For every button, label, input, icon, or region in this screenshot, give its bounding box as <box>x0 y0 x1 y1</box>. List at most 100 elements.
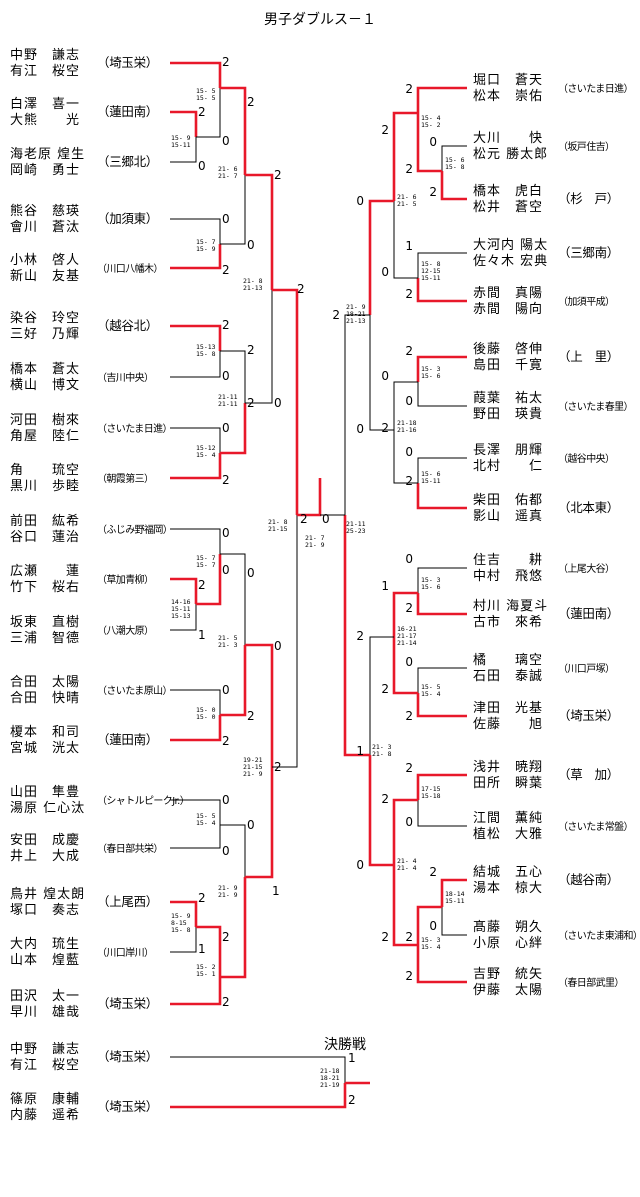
right-player1-16: 髙藤 朔久 <box>473 919 543 935</box>
left-player2-12: 合田 快晴 <box>10 691 80 706</box>
line-L1 <box>170 110 198 137</box>
line-L4 <box>170 244 222 270</box>
right-player2-8: 影山 遥真 <box>473 509 543 524</box>
game-score-g18-1: 15- 1 <box>196 970 216 978</box>
game-score-g12-1: 21- 3 <box>218 641 238 649</box>
game-score-g4-1: 15- 9 <box>196 245 216 253</box>
line-RO <box>343 515 370 757</box>
game-score-g16-2: 15- 8 <box>171 926 191 934</box>
score-F1: 2 <box>348 1093 356 1107</box>
game-score-g10-0: 15- 7 <box>196 554 216 562</box>
left-player1-5: 染谷 玲空 <box>10 311 80 326</box>
score-LO: 0 <box>274 639 282 653</box>
score-RH: 2 <box>405 930 413 944</box>
line-R2 <box>440 171 467 201</box>
line-L8 <box>170 453 222 480</box>
right-player2-16: 小原 心絆 <box>473 936 543 951</box>
score-RL: 2 <box>332 308 340 322</box>
score-L17: 1 <box>198 942 206 956</box>
line-LF <box>220 645 247 717</box>
left-player1-7: 河田 樹來 <box>10 413 80 428</box>
left-school-14: （シャトルピークJr.） <box>97 795 189 807</box>
line-RG <box>392 798 418 865</box>
left-school-7: （さいたま日進） <box>97 423 172 435</box>
left-school-9: （ふじみ野福岡） <box>97 523 172 536</box>
game-score-h2-0: 15- 6 <box>445 156 465 164</box>
game-score-h11-2: 21-14 <box>397 639 417 647</box>
right-player1-11: 橘 璃空 <box>473 652 543 668</box>
line-R17 <box>416 945 467 984</box>
line-LM <box>245 290 273 404</box>
line-L7 <box>170 427 221 453</box>
left-player2-13: 宮城 洸太 <box>10 740 80 756</box>
left-player1-0: 中野 謙志 <box>10 48 80 63</box>
game-score-h8-0: 15- 6 <box>421 470 441 478</box>
left-player1-17: 大内 琉生 <box>10 936 80 952</box>
game-score-h16-0: 18-14 <box>445 890 465 898</box>
game-score-g11-0: 14-16 <box>171 598 191 606</box>
left-player2-18: 早川 雄哉 <box>10 1005 80 1020</box>
right-player2-1: 松元 勝太郎 <box>473 147 548 162</box>
left-player2-9: 谷口 蓮治 <box>10 530 80 545</box>
score-R8: 2 <box>405 474 413 488</box>
line-LE <box>220 553 246 645</box>
game-score-h5-1: 18-21 <box>346 310 366 318</box>
right-player1-3: 大河内 陽太 <box>473 237 548 253</box>
line-L18 <box>170 977 222 1006</box>
game-score-g14-2: 21- 9 <box>243 770 263 778</box>
line-R0 <box>416 86 467 113</box>
score-RA: 2 <box>405 162 413 176</box>
score-RD: 2 <box>381 421 389 435</box>
right-player2-7: 北村 仁 <box>473 459 543 474</box>
right-school-4: （加須平成） <box>558 296 614 308</box>
line-R16 <box>441 907 467 936</box>
game-score-g14-0: 19-21 <box>243 756 263 764</box>
left-player2-17: 山本 煌藍 <box>10 953 80 968</box>
game-score-h2-1: 15- 8 <box>445 163 465 171</box>
score-L10b: 0 <box>222 563 230 577</box>
right-school-16: （さいたま東浦和） <box>558 929 640 942</box>
game-score-h9-0: 21-11 <box>346 520 366 528</box>
left-school-12: （さいたま原山） <box>97 685 172 697</box>
game-score-g13-1: 15- 0 <box>196 713 216 721</box>
score-R9: 0 <box>405 552 413 566</box>
score-RK: 0 <box>356 422 364 436</box>
score-L0: 2 <box>222 55 230 69</box>
right-player2-17: 伊藤 太陽 <box>473 983 543 998</box>
score-LH: 1 <box>272 884 280 898</box>
left-player2-1: 大熊 光 <box>10 112 80 128</box>
left-school-3: （加須東） <box>97 211 158 226</box>
right-player2-15: 湯本 椋大 <box>473 881 543 896</box>
line-RM <box>369 636 394 755</box>
game-score-g9-0: 21- 8 <box>268 518 288 526</box>
game-score-g8-1: 15- 4 <box>196 451 216 459</box>
left-player1-9: 前田 紘希 <box>10 513 80 529</box>
line-L5 <box>170 324 222 351</box>
right-player2-2: 松井 蒼空 <box>473 200 543 215</box>
score-L5: 2 <box>222 318 230 332</box>
right-school-5: （上 里） <box>558 349 619 364</box>
score-L16: 2 <box>198 891 206 905</box>
game-score-g7-0: 21-11 <box>218 393 238 401</box>
score-L15: 0 <box>222 844 230 858</box>
score-L7: 0 <box>222 421 230 435</box>
left-school-6: （吉川中央） <box>97 371 153 384</box>
game-score-h13-0: 21- 3 <box>372 743 392 751</box>
right-player2-10: 古市 來希 <box>473 614 543 630</box>
left-player1-10: 広瀬 蓮 <box>10 564 80 579</box>
right-player1-0: 堀口 蒼天 <box>473 73 543 88</box>
game-score-h1-0: 15- 4 <box>421 114 441 122</box>
left-school-13: （蓮田南） <box>97 732 158 747</box>
line-R9 <box>417 567 467 593</box>
left-player2-4: 新山 友基 <box>10 268 80 284</box>
left-player1-4: 小林 啓人 <box>10 253 80 268</box>
game-score-h11-1: 21-17 <box>397 632 417 640</box>
game-score-h12-0: 15- 5 <box>421 683 441 691</box>
game-score-h9-1: 25-23 <box>346 527 366 535</box>
line-L12 <box>170 689 221 715</box>
line-R14 <box>417 800 467 827</box>
score-L1: 2 <box>198 105 206 119</box>
line-L3 <box>170 218 221 244</box>
